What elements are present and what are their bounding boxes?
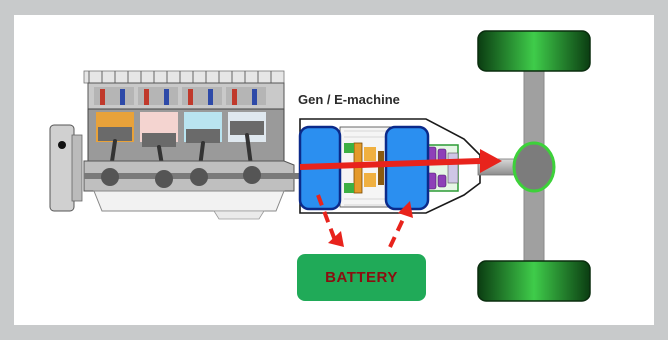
hybrid-drivetrain-diagram — [49, 30, 591, 302]
diagram-frame: Gen / E-machine BATTERY — [14, 15, 654, 325]
engine-icon — [49, 70, 300, 220]
battery-box: BATTERY — [297, 254, 426, 301]
battery-label: BATTERY — [325, 269, 398, 286]
generator-to-battery-arrow — [316, 194, 344, 247]
gen-emachine-label: Gen / E-machine — [298, 92, 400, 107]
differential-icon — [512, 141, 556, 193]
battery-to-motor-arrow — [388, 201, 413, 248]
power-flow-arrow — [299, 149, 502, 173]
wheel-icon — [477, 30, 591, 72]
wheel-icon — [477, 260, 591, 302]
